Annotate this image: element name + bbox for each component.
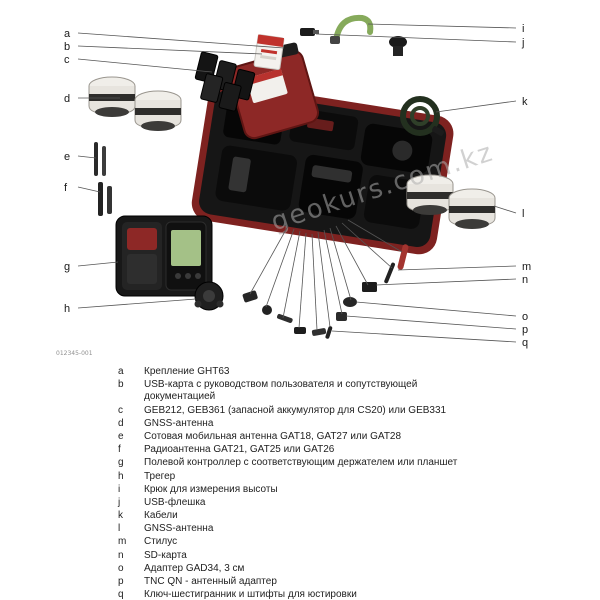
height-hook xyxy=(330,14,374,44)
legend-row-o: o Адаптер GAD34, 3 см xyxy=(118,563,490,575)
legend-row-g: g Полевой контроллер с соответствующим де… xyxy=(118,457,490,469)
legend-desc: Радиоантенна GAT21, GAT25 или GAT26 xyxy=(144,444,335,456)
radio-antennas xyxy=(98,182,112,216)
legend-letter: i xyxy=(118,483,121,495)
legend-desc: Стилус xyxy=(144,536,178,548)
gnss-antenna-right-pair xyxy=(406,174,496,229)
legend-desc: Крепление GHT63 xyxy=(144,366,230,377)
legend-desc: USB-флешка xyxy=(144,496,206,508)
legend-row-c: c GEB212, GEB361 (запасной аккумулятор дл… xyxy=(118,405,490,417)
legend-letter: q xyxy=(118,589,124,600)
legend-letter: p xyxy=(118,576,124,587)
legend-desc: SD-карта xyxy=(144,549,187,561)
callout-letter-q: q xyxy=(522,337,528,349)
legend-desc: Полевой контроллер с соответствующим дер… xyxy=(144,457,458,469)
legend-row-d: d GNSS-антенна xyxy=(118,418,490,430)
legend-desc: GNSS-антенна xyxy=(144,523,214,535)
gnss-antenna-left-pair xyxy=(88,76,182,131)
legend-letter: b xyxy=(118,379,124,391)
legend-row-b: b USB-карта с руководством пользователя и… xyxy=(118,379,490,403)
callout-letter-i: i xyxy=(522,23,524,35)
legend-letter: m xyxy=(118,536,127,548)
callout-letter-j: j xyxy=(521,37,524,49)
legend-desc: Адаптер GAD34, 3 см xyxy=(144,562,245,574)
legend-letter: h xyxy=(118,470,124,482)
callout-letter-b: b xyxy=(64,41,70,53)
cables-coil xyxy=(400,96,444,136)
legend-row-j: j USB-флешка xyxy=(118,497,490,509)
callout-letter-e: e xyxy=(64,151,70,163)
legend-letter: n xyxy=(118,549,124,561)
legend-desc: Сотовая мобильная антенна GAT18, GAT27 и… xyxy=(144,430,402,442)
callout-letter-f: f xyxy=(64,182,68,194)
legend-row-q: q Ключ-шестигранник и штифты для юстировк… xyxy=(118,589,490,600)
legend-letter: f xyxy=(118,444,121,456)
legend-row-n: n SD-карта xyxy=(118,550,490,562)
callout-letter-p: p xyxy=(522,324,528,336)
legend-row-l: l GNSS-антенна xyxy=(118,523,490,535)
callout-letter-d: d xyxy=(64,93,70,105)
callout-letter-a: a xyxy=(64,28,71,40)
legend-letter: d xyxy=(118,417,124,429)
small-parts xyxy=(242,244,409,339)
legend-desc: Кабели xyxy=(144,510,178,522)
equipment-diagram: geokurs.com.kz xyxy=(56,14,531,357)
legend-desc: GNSS-антенна xyxy=(144,417,214,429)
legend-desc: Трегер xyxy=(144,470,176,482)
legend-row-e: e Сотовая мобильная антенна GAT18, GAT27 … xyxy=(118,431,490,443)
callout-letter-c: c xyxy=(64,54,70,66)
callout-letter-m: m xyxy=(522,261,531,273)
legend-row-m: m Стилус xyxy=(118,536,490,548)
diagram-svg: geokurs.com.kz xyxy=(56,14,531,357)
legend-letter: g xyxy=(118,457,124,469)
legend-desc: GEB212, GEB361 (запасной аккумулятор для… xyxy=(144,404,447,416)
legend-letter: a xyxy=(118,366,124,377)
legend-letter: j xyxy=(118,496,121,508)
callout-letter-g: g xyxy=(64,261,70,273)
small-part-top xyxy=(389,36,407,56)
legend-row-k: k Кабели xyxy=(118,510,490,522)
callout-letter-k: k xyxy=(522,96,528,108)
legend-row-f: f Радиоантенна GAT21, GAT25 или GAT26 xyxy=(118,444,490,456)
legend-desc: Ключ-шестигранник и штифты для юстировки xyxy=(144,589,357,600)
legend: a Крепление GHT63 b USB-карта с руководств… xyxy=(118,366,490,600)
callout-letter-n: n xyxy=(522,274,528,286)
field-controller-case xyxy=(115,215,213,297)
legend-desc: TNC QN - антенный адаптер xyxy=(144,576,277,587)
cellular-antennas xyxy=(94,142,106,176)
legend-row-p: p TNC QN - антенный адаптер xyxy=(118,576,490,588)
legend-letter: e xyxy=(118,430,124,442)
legend-letter: c xyxy=(118,404,123,416)
batteries xyxy=(194,51,256,112)
legend-letter: l xyxy=(118,523,121,535)
callout-letter-h: h xyxy=(64,303,70,315)
legend-desc: USB-карта с руководством пользователя и … xyxy=(144,379,418,403)
case-lid xyxy=(228,49,320,140)
legend-letter: k xyxy=(118,510,123,522)
tribrach xyxy=(194,281,224,311)
callout-letter-l: l xyxy=(522,208,524,220)
figure-code: 012345-001 xyxy=(56,350,93,357)
legend-desc: Крюк для измерения высоты xyxy=(144,483,278,495)
callout-lines xyxy=(77,23,517,343)
usb-flash-drive xyxy=(300,28,319,36)
legend-letter: o xyxy=(118,562,124,574)
legend-row-h: h Трегер xyxy=(118,471,490,483)
legend-row-a: a Крепление GHT63 xyxy=(118,366,490,378)
legend-row-i: i Крюк для измерения высоты xyxy=(118,484,490,496)
usb-doc-card xyxy=(253,34,285,71)
callout-letter-o: o xyxy=(522,311,528,323)
